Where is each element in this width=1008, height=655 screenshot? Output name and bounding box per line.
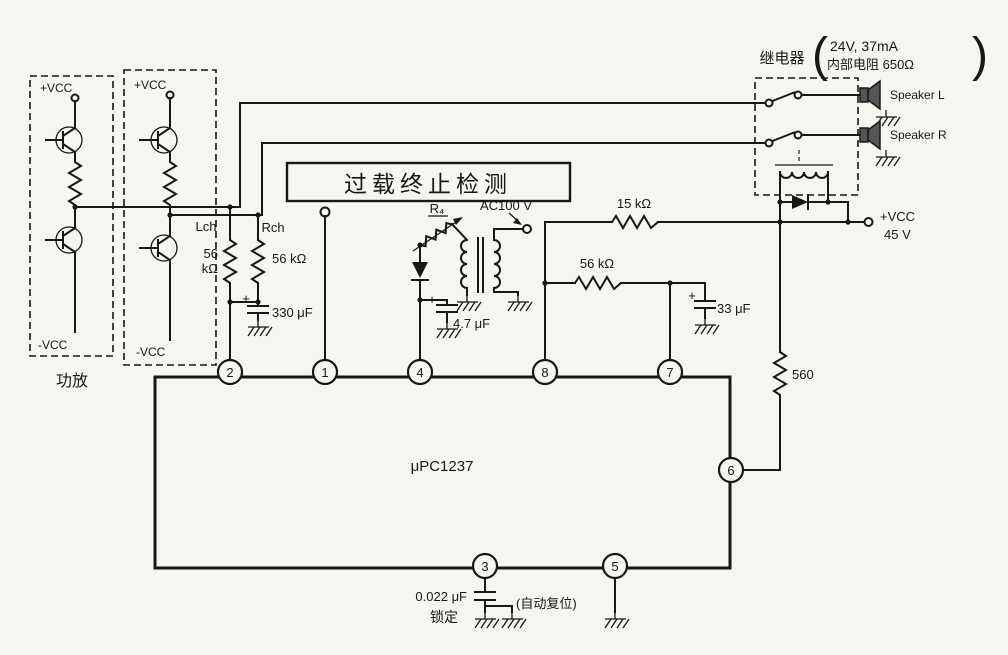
cap-330-plus-sign: + bbox=[242, 291, 250, 306]
speaker-right-label: Speaker R bbox=[890, 128, 947, 142]
latch-label: 锁定 bbox=[430, 609, 458, 625]
amp1-vcc-minus-label: -VCC bbox=[38, 338, 68, 352]
resistor-r4 bbox=[419, 221, 453, 248]
resistor-56k-left-value-1: 56 bbox=[204, 246, 218, 261]
relay-spec-line1: 24V, 37mA bbox=[830, 38, 899, 54]
resistor-56k-mid bbox=[250, 239, 266, 284]
pin-5-label: 5 bbox=[611, 559, 618, 574]
junction-dots bbox=[72, 199, 851, 305]
amp2-resistor bbox=[162, 161, 178, 206]
relay-contact-l-arm bbox=[771, 91, 796, 103]
resistor-56k-right-value: 56 kΩ bbox=[580, 256, 615, 271]
resistor-560-value: 560 bbox=[792, 367, 814, 382]
amp-section-label: 功放 bbox=[56, 372, 88, 390]
pin-4 bbox=[406, 358, 434, 386]
pin-6 bbox=[717, 456, 745, 484]
amp2-vcc-minus-label: -VCC bbox=[136, 345, 166, 359]
relay-spec-line2: 内部电阻 650Ω bbox=[827, 57, 914, 72]
amp-block-1: +VCC -VCC bbox=[29, 75, 114, 357]
channel-input-network: Lch Rch 56 kΩ 56 kΩ + 330 μF bbox=[196, 206, 313, 361]
cap-33-value: 33 μF bbox=[717, 301, 751, 316]
resistor-56k-mid-value: 56 kΩ bbox=[272, 251, 307, 266]
relay-contact-l-out bbox=[793, 90, 803, 100]
cap-33-plus-sign: + bbox=[688, 288, 696, 303]
latch-network: 0.022 μF 锁定 (自动复位) bbox=[415, 577, 630, 629]
detector-title: 过载终止检测 bbox=[344, 171, 512, 197]
resistor-56k-left bbox=[222, 239, 238, 284]
pin-7-label: 7 bbox=[666, 365, 673, 380]
relay-contact-r-in bbox=[764, 138, 774, 148]
resistor-56k-right bbox=[574, 275, 622, 291]
pin-1 bbox=[311, 358, 339, 386]
pin-1-label: 1 bbox=[321, 365, 328, 380]
ic-upc1237: μPC1237 2 1 4 8 7 6 3 5 bbox=[153, 358, 745, 580]
resistor-r4-label: R₄ bbox=[430, 201, 445, 216]
ic-name-label: μPC1237 bbox=[411, 458, 474, 475]
pin-2-label: 2 bbox=[226, 365, 233, 380]
amp-block-2: +VCC -VCC bbox=[123, 69, 217, 366]
rch-label: Rch bbox=[261, 220, 284, 235]
amp2-dashed-box bbox=[123, 69, 217, 366]
pin-8-label: 8 bbox=[541, 365, 548, 380]
pin-2 bbox=[216, 358, 244, 386]
relay-flyback-diode-icon bbox=[792, 195, 808, 209]
resistor-56k-left-value-2: kΩ bbox=[202, 261, 219, 276]
relay-contact-r-out bbox=[793, 130, 803, 140]
pin1-terminal-branch bbox=[319, 206, 331, 361]
detector-box-frame bbox=[285, 161, 572, 203]
transformer bbox=[460, 228, 523, 296]
cap-47-value: 4.7 μF bbox=[453, 316, 490, 331]
relay-spec-paren-close: ) bbox=[972, 29, 988, 82]
pin-3-label: 3 bbox=[481, 559, 488, 574]
resistor-15k-value: 15 kΩ bbox=[617, 196, 652, 211]
vcc-supply-value: 45 V bbox=[884, 227, 911, 242]
relay-coil bbox=[779, 171, 829, 179]
ac-input-terminal bbox=[522, 224, 532, 234]
pin-7 bbox=[656, 358, 684, 386]
resistor-560 bbox=[772, 351, 788, 396]
pin-6-label: 6 bbox=[727, 463, 734, 478]
vcc-supply-label: +VCC bbox=[880, 209, 915, 224]
amp1-resistor bbox=[67, 161, 83, 206]
relay-drive-branch: 560 bbox=[742, 351, 814, 471]
ac-detection-branch: R₄ + 4.7 μF AC100 V bbox=[411, 198, 533, 361]
cap-47-plus-sign: + bbox=[428, 292, 436, 307]
speaker-left-label: Speaker L bbox=[890, 88, 945, 102]
relay-spec-paren-open: ( bbox=[812, 29, 828, 82]
relay-section: 继电器 ( 24V, 37mA 内部电阻 650Ω ) Speaker L bbox=[754, 29, 988, 353]
pin-8 bbox=[531, 358, 559, 386]
relay-contact-r-arm bbox=[771, 131, 796, 143]
vcc-supply-terminal bbox=[863, 217, 874, 227]
amp1-vcc-plus-label: +VCC bbox=[40, 81, 73, 95]
diode-detect-icon bbox=[412, 262, 428, 278]
timing-network: 15 kΩ 56 kΩ + 33 μF bbox=[544, 196, 865, 361]
amp2-vcc-plus-label: +VCC bbox=[134, 78, 167, 92]
ac-voltage-label: AC100 V bbox=[480, 198, 532, 213]
cap-330-value: 330 μF bbox=[272, 305, 313, 320]
speaker-left-icon bbox=[859, 79, 881, 111]
amp1-dashed-box bbox=[29, 75, 114, 357]
resistor-15k bbox=[611, 214, 659, 230]
cap-0022-value: 0.022 μF bbox=[415, 589, 467, 604]
auto-reset-label: (自动复位) bbox=[516, 596, 577, 611]
detector-title-box: 过载终止检测 bbox=[285, 161, 572, 203]
speaker-signal-wires bbox=[74, 102, 765, 216]
pin-4-label: 4 bbox=[416, 365, 423, 380]
lch-label: Lch bbox=[196, 219, 217, 234]
relay-label: 继电器 bbox=[759, 50, 804, 67]
speaker-right-icon bbox=[859, 119, 881, 151]
supply-terminal: +VCC 45 V bbox=[863, 209, 915, 242]
relay-contact-l-in bbox=[764, 98, 774, 108]
